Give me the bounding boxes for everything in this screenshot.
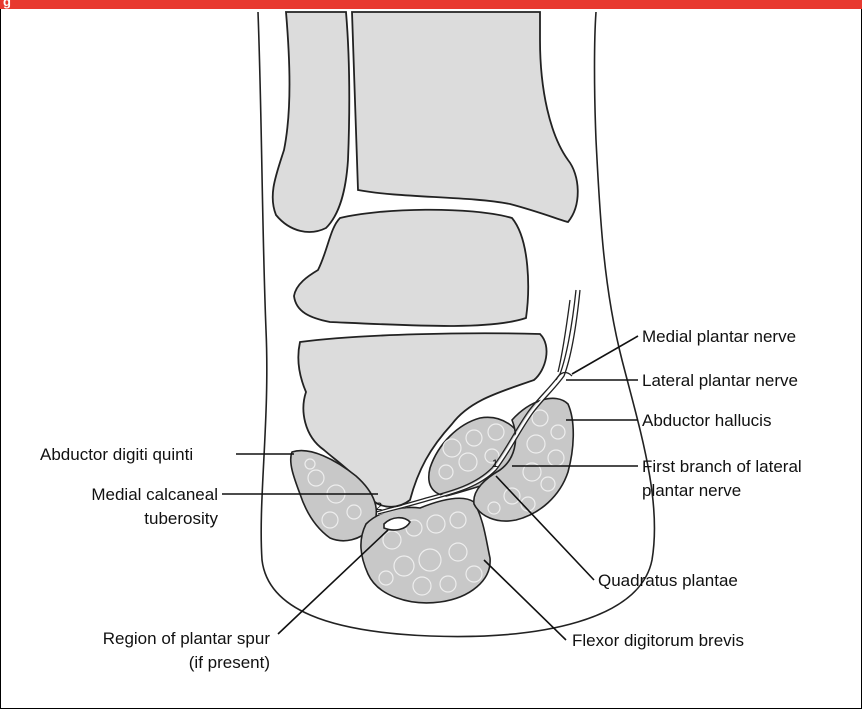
marker-one: 1 [492, 458, 498, 470]
tibia-bone [352, 12, 578, 222]
label-lateral-plantar-nerve: Lateral plantar nerve [642, 371, 798, 390]
label-plantar-spur-line2: (if present) [189, 653, 270, 672]
label-abductor-digiti-quinti: Abductor digiti quinti [40, 445, 193, 464]
label-medial-plantar-nerve: Medial plantar nerve [642, 327, 796, 346]
label-medial-calcaneal-line2: tuberosity [144, 509, 218, 528]
label-quadratus-plantae: Quadratus plantae [598, 571, 738, 590]
leader-flexor-digitorum-brevis [484, 560, 566, 640]
talus-bone [294, 210, 528, 326]
label-flexor-digitorum-brevis: Flexor digitorum brevis [572, 631, 744, 650]
label-abductor-hallucis: Abductor hallucis [642, 411, 771, 430]
label-first-branch-line1: First branch of lateral [642, 457, 802, 476]
fibula-bone [273, 12, 350, 232]
label-medial-calcaneal-line1: Medial calcaneal [91, 485, 218, 504]
label-plantar-spur-line1: Region of plantar spur [103, 629, 271, 648]
leader-medial-plantar-nerve [572, 336, 638, 374]
label-first-branch-line2: plantar nerve [642, 481, 741, 500]
marker-two: 2 [376, 501, 382, 513]
leader-plantar-spur [278, 530, 388, 634]
